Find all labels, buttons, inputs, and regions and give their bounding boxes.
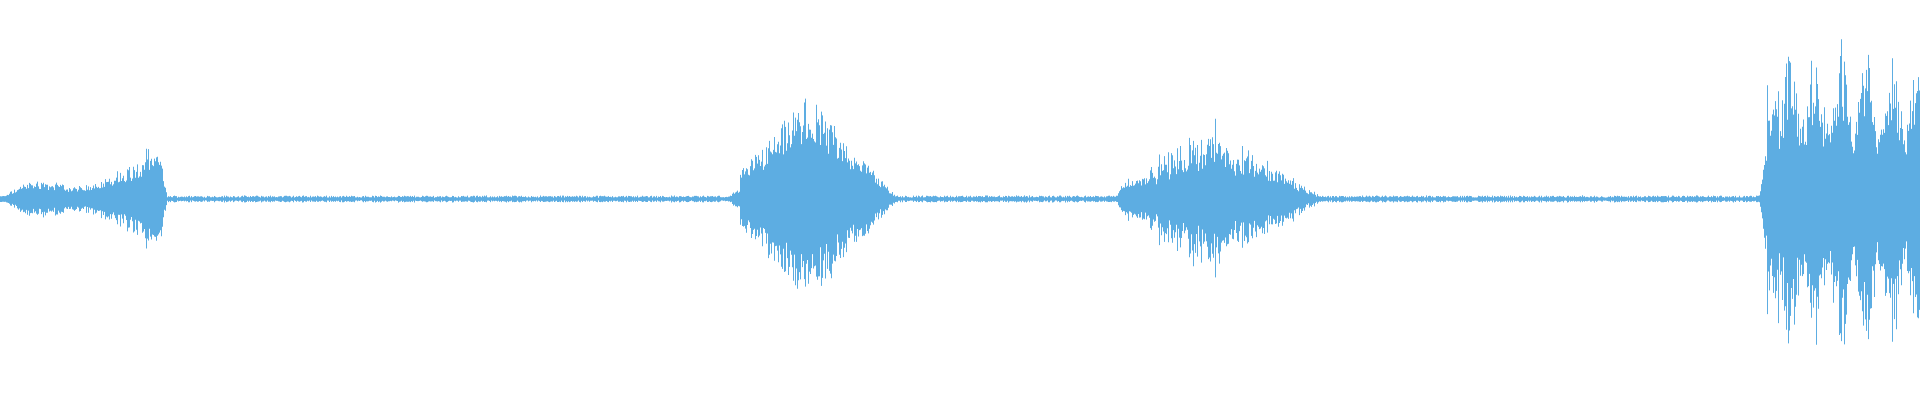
waveform-bars <box>0 39 1920 345</box>
